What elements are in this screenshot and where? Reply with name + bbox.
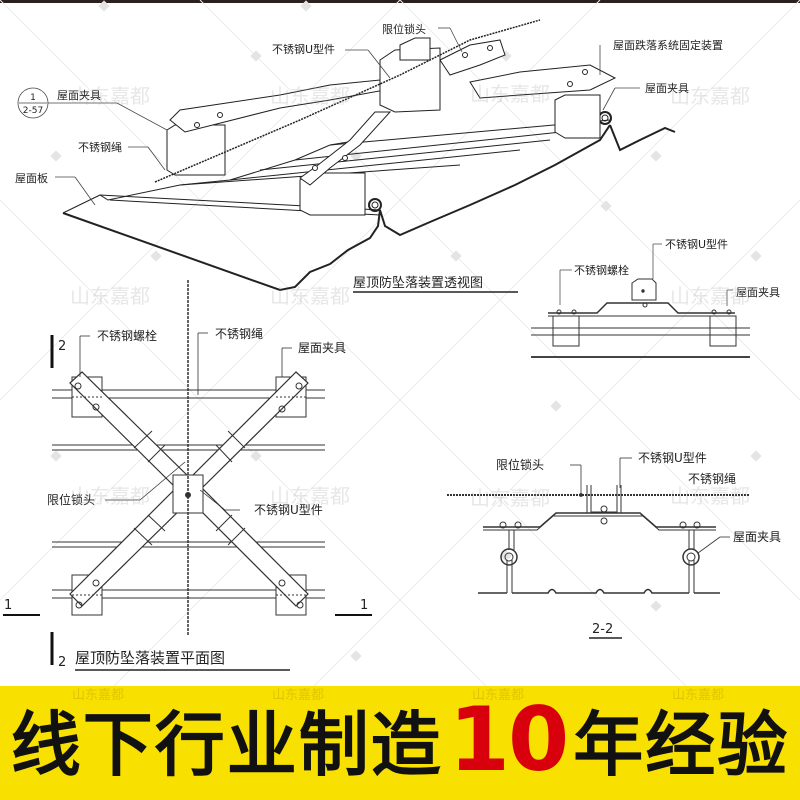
promo-banner: 山东嘉都 山东嘉都 山东嘉都 山东嘉都 线下行业制造 10 年经验 [0,686,800,800]
perspective-title: 屋顶防坠落装置透视图 [353,275,483,291]
plan-label-u-part: 不锈钢U型件 [254,503,323,517]
section-1-1 [531,243,750,358]
plan-label-roof-clamp: 屋面夹具 [298,341,346,355]
s22-title: 2-2 [592,622,613,637]
marker-2-top: 2 [58,339,66,354]
watermark-grid [0,0,800,686]
plan-leaders [79,332,292,511]
s11-label-u-part: 不锈钢U型件 [665,237,728,251]
perspective-view [62,19,676,292]
label-limit-lock: 限位锁头 [382,22,426,36]
s22-label-rope: 不锈钢绳 [688,472,736,486]
perspective-leaders [17,27,640,206]
s11-label-roof-clamp: 屋面夹具 [736,286,780,299]
marker-1-left: 1 [4,598,12,613]
label-fixing-device: 屋面跌落系统固定装置 [613,38,723,52]
technical-drawing: 1 2-57 屋面夹具 不锈钢U型件 限位锁头 屋面跌落系统固定装置 屋面夹具 … [0,0,800,686]
label-stainless-u-part: 不锈钢U型件 [272,42,335,56]
s22-label-roof-clamp: 屋面夹具 [733,530,781,544]
watermark-diamonds [50,0,762,662]
s22-label-limit-lock: 限位锁头 [496,457,544,472]
plan-title: 屋顶防坠落装置平面图 [75,649,225,667]
label-roof-clamp-right: 屋面夹具 [645,82,689,95]
plan-label-limit-lock: 限位锁头 [47,492,95,507]
banner-headline: 线下行业制造 10 年经验 [0,686,800,800]
marker-2-bottom: 2 [58,655,66,670]
top-border [0,0,800,3]
label-stainless-rope: 不锈钢绳 [78,140,122,154]
s22-label-u-part: 不锈钢U型件 [638,451,707,465]
banner-highlight-years: 10 [448,687,569,791]
plan-label-rope: 不锈钢绳 [215,327,263,341]
banner-text-after: 年经验 [573,703,790,786]
s11-label-bolt: 不锈钢螺栓 [574,263,629,277]
marker-1-right: 1 [360,598,368,613]
plan-view [52,280,325,635]
s22-leaders [570,457,730,554]
plan-label-bolt: 不锈钢螺栓 [97,328,157,343]
section-2-2 [447,485,750,594]
detail-ref-bottom: 2-57 [23,106,43,116]
detail-ref-top: 1 [30,93,36,103]
section-markers [3,335,372,665]
label-roof-panel: 屋面板 [15,171,48,185]
label-roof-clamp-left: 屋面夹具 [57,89,101,102]
banner-text-before: 线下行业制造 [10,703,443,786]
